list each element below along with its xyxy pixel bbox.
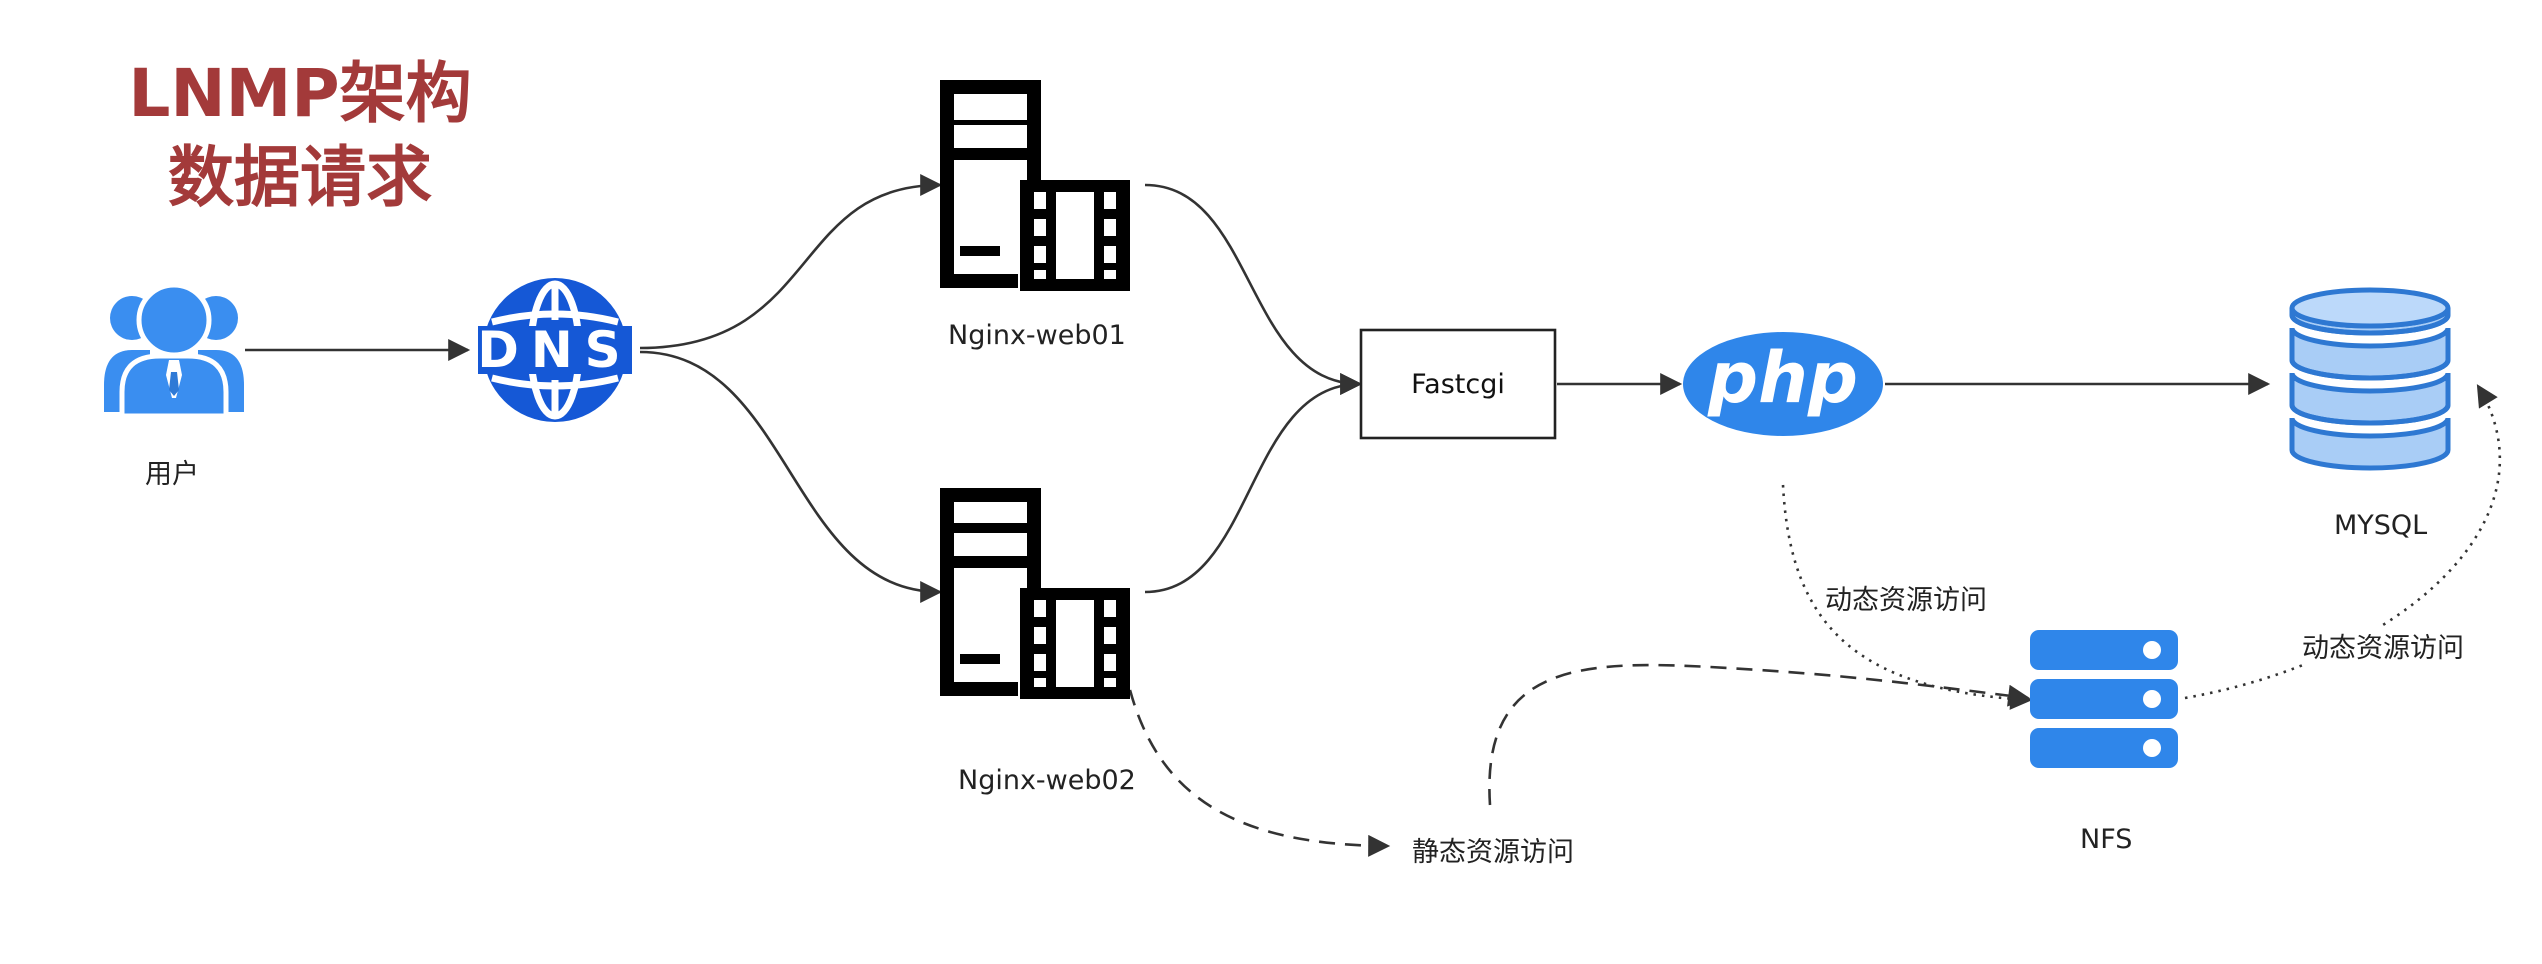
fastcgi-label: Fastcgi: [1411, 368, 1505, 400]
dynamic-access-php-label: 动态资源访问: [1825, 578, 1987, 617]
users-icon: [104, 282, 244, 419]
edge-web01-fastcgi: [1144, 183, 1363, 395]
php-logo-icon: php: [1683, 332, 1883, 436]
dns-text: DNS: [477, 321, 632, 379]
dns-globe-icon: DNS: [477, 278, 632, 422]
nfs-storage-icon: [2030, 630, 2178, 768]
title-line-1: LNMP架构: [128, 55, 472, 132]
nfs-label: NFS: [2080, 824, 2133, 855]
diagram-title: LNMP架构 数据请求: [70, 52, 530, 220]
fastcgi-box: [1359, 328, 1557, 440]
edge-web02-static: [1128, 689, 1391, 857]
edge-php-nfs: [1781, 484, 2033, 710]
edge-dns-web02: [639, 350, 943, 603]
mysql-label: MYSQL: [2334, 510, 2428, 541]
edge-static-nfs: [1488, 663, 2031, 806]
user-label: 用户: [145, 459, 199, 490]
web01-label: Nginx-web01: [948, 320, 1126, 351]
php-logo-text: php: [1707, 337, 1858, 419]
static-access-label: 静态资源访问: [1412, 837, 1574, 868]
server-icon-web01: [940, 80, 1130, 291]
edge-web02-fastcgi: [1144, 373, 1363, 594]
dynamic-access-mysql-label: 动态资源访问: [2302, 626, 2464, 665]
database-icon: [2289, 287, 2451, 471]
edge-dns-web01: [639, 174, 943, 350]
web02-label: Nginx-web02: [958, 765, 1136, 796]
server-icon-web02: [940, 488, 1130, 699]
title-line-2: 数据请求: [168, 139, 432, 216]
